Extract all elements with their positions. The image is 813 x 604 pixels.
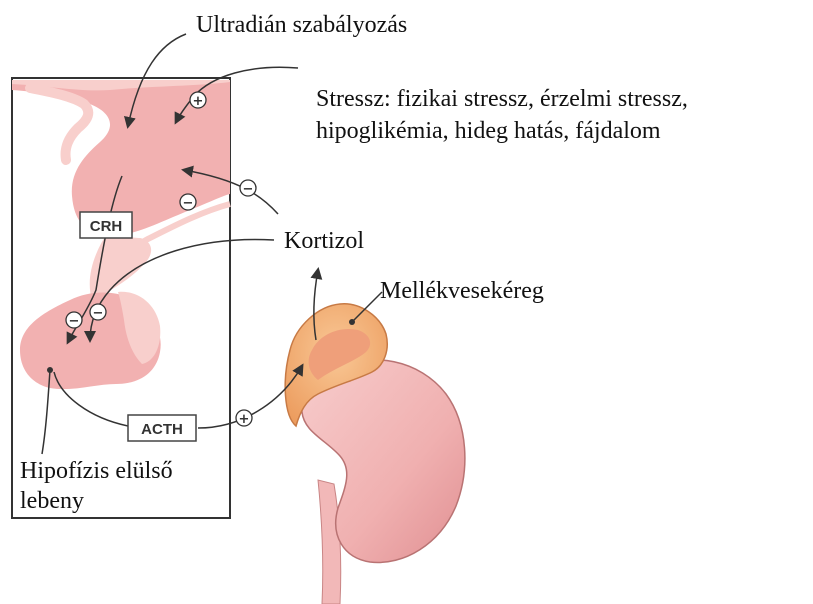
svg-text:+: + [193,94,204,109]
pituitary-label-dot [47,367,53,373]
acth-label: ACTH [141,421,183,438]
svg-text:−: − [183,196,194,211]
acth-box: ACTH [128,415,196,441]
sign-minus-pituitary-1: − [66,312,82,329]
sign-minus-hypothalamus-2: − [180,194,196,211]
cortisol-label: Kortizol [284,228,364,254]
crh-label: CRH [90,218,123,235]
pituitary-label-line2: lebeny [20,488,84,514]
sign-plus-acth: + [236,410,252,427]
ureter [318,480,341,604]
sign-plus-stress: + [190,92,206,109]
svg-text:+: + [239,412,250,427]
svg-text:−: − [243,182,254,197]
crh-box: CRH [80,212,132,238]
stress-label-line1: Stressz: fizikai stressz, érzelmi stress… [316,86,688,112]
stress-label-line2: hipoglikémia, hideg hatás, fájdalom [316,118,661,144]
pituitary-label-line1: Hipofízis elülső [20,458,173,484]
sign-minus-pituitary-2: − [90,304,106,321]
svg-text:−: − [93,306,104,321]
svg-text:−: − [69,314,80,329]
ultradian-label: Ultradián szabályozás [196,12,407,38]
brain-panel [12,78,230,518]
kidney-group [285,304,465,604]
adrenal-cortex-label: Mellékvesekéreg [380,278,544,304]
sign-minus-hypothalamus-1: − [240,180,256,197]
